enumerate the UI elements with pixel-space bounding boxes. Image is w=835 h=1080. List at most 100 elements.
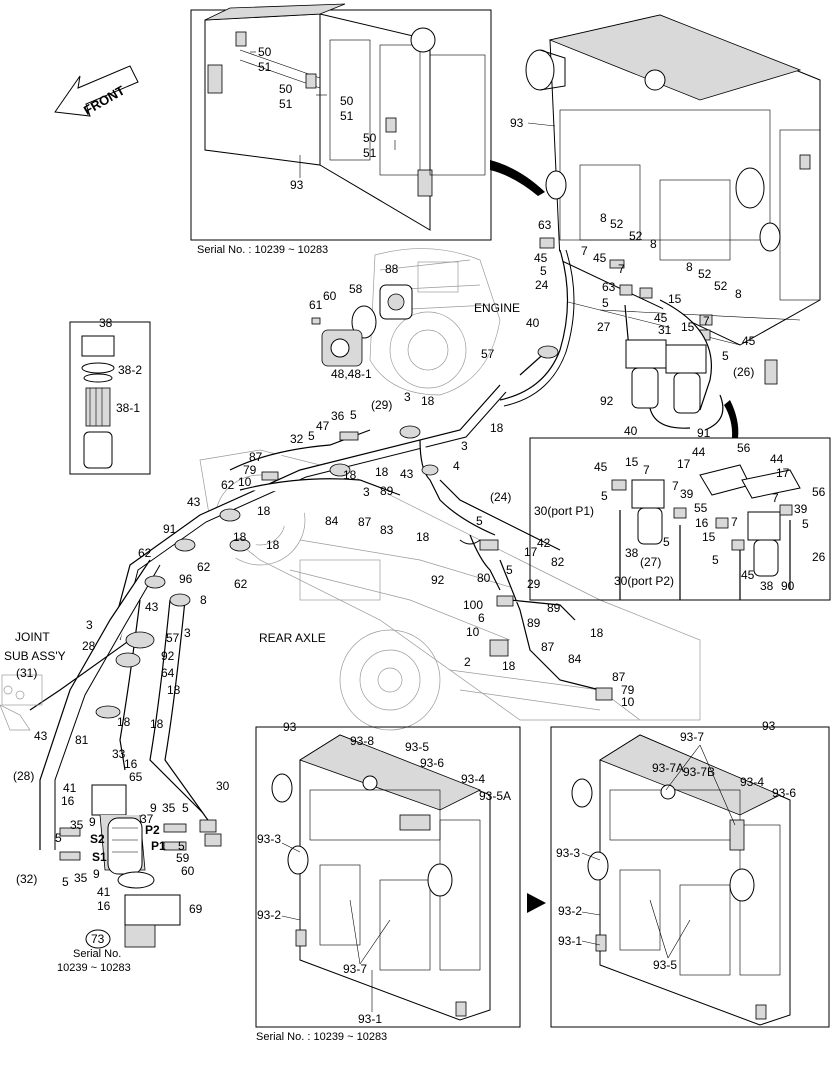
callout-7: 7 — [731, 515, 738, 529]
callout-89: 89 — [380, 484, 394, 498]
serial-ref-number: 73 — [91, 932, 105, 946]
callout-5: 5 — [182, 801, 189, 815]
callout-93-4: 93-4 — [461, 772, 485, 786]
callout-5: 5 — [308, 429, 315, 443]
callout-65: 65 — [129, 770, 143, 784]
bottom-center-radiator-inset — [255, 726, 521, 1028]
callout-93-7B: 93-7B — [683, 765, 715, 779]
callout-41: 41 — [63, 781, 77, 795]
callout-18: 18 — [257, 504, 271, 518]
callout-57: 57 — [481, 347, 495, 361]
callout-52: 52 — [698, 267, 712, 281]
callout-48: 48,48-1 — [331, 367, 372, 381]
callout-35: 35 — [74, 871, 88, 885]
callout-93-3: 93-3 — [556, 846, 580, 860]
callout-82: 82 — [551, 555, 565, 569]
callout-87: 87 — [249, 450, 263, 464]
callout-93-3: 93-3 — [257, 832, 281, 846]
callout-51: 51 — [258, 60, 272, 74]
callout-16: 16 — [97, 899, 111, 913]
port-p2-callout: 30(port P2) — [614, 574, 674, 588]
callout-5: 5 — [178, 839, 185, 853]
callout-39: 39 — [794, 502, 808, 516]
callout-40: 40 — [624, 424, 638, 438]
callout-29: (29) — [371, 398, 392, 412]
callout-18: 18 — [421, 394, 435, 408]
callout-10: 10 — [466, 625, 480, 639]
callout-17: 17 — [776, 466, 790, 480]
callout-79: 79 — [243, 463, 257, 477]
callout-93-4: 93-4 — [740, 775, 764, 789]
callout-9: 9 — [93, 867, 100, 881]
callout-5: 5 — [476, 514, 483, 528]
filter-pair-upper — [625, 339, 724, 431]
callout-33: 33 — [112, 747, 126, 761]
top-inset-radiator-mount — [190, 3, 492, 241]
callout-26: (26) — [733, 365, 754, 379]
port-s2-label: S2 — [90, 832, 105, 846]
callout-18: 18 — [150, 717, 164, 731]
callout-15: 15 — [668, 292, 682, 306]
callout-26: 26 — [812, 550, 826, 564]
callout-15: 15 — [702, 530, 716, 544]
callout-41: 41 — [97, 885, 111, 899]
callout-3: 3 — [184, 626, 191, 640]
callout-51: 51 — [340, 109, 354, 123]
callout-93-5: 93-5 — [405, 740, 429, 754]
callout-17: 17 — [524, 545, 538, 559]
callout-89: 89 — [527, 616, 541, 630]
callout-93-8: 93-8 — [350, 734, 374, 748]
callout-60: 60 — [323, 289, 337, 303]
callout-79: 79 — [621, 683, 635, 697]
callout-84: 84 — [568, 652, 582, 666]
callout-3: 3 — [363, 485, 370, 499]
callout-87: 87 — [612, 670, 626, 684]
hose-routing — [29, 345, 613, 850]
callout-100: 100 — [463, 598, 483, 612]
bottom-right-radiator-inset — [550, 726, 830, 1028]
callout-62: 62 — [221, 478, 235, 492]
callout-93-1: 93-1 — [358, 1012, 382, 1026]
callout-96: 96 — [179, 572, 193, 586]
callout-18: 18 — [490, 421, 504, 435]
callout-42: 42 — [537, 536, 551, 550]
callout-16: 16 — [61, 794, 75, 808]
callout-80: 80 — [477, 571, 491, 585]
joint-label-line1: JOINT — [15, 630, 50, 644]
callout-18: 18 — [375, 465, 389, 479]
callout-62: 62 — [234, 577, 248, 591]
callout-38: 38 — [760, 579, 774, 593]
front-direction-arrow: FRONT — [54, 65, 139, 118]
callout-5: 5 — [350, 408, 357, 422]
callout-38-2: 38-2 — [118, 363, 142, 377]
callout-87: 87 — [358, 515, 372, 529]
callout-64: 64 — [161, 666, 175, 680]
callout-5: 5 — [540, 264, 547, 278]
callout-88: 88 — [385, 262, 399, 276]
callout-43: 43 — [145, 600, 159, 614]
callout-18: 18 — [117, 715, 131, 729]
engine-label: ENGINE — [474, 301, 520, 315]
callout-43: 43 — [34, 729, 48, 743]
callout-10: 10 — [238, 475, 252, 489]
callout-40: 40 — [526, 316, 540, 330]
callout-44: 44 — [770, 452, 784, 466]
callout-28: 28 — [82, 639, 96, 653]
callout-5: 5 — [712, 553, 719, 567]
callout-50: 50 — [340, 94, 354, 108]
port-s1-label: S1 — [92, 850, 107, 864]
callout-29: 29 — [527, 577, 541, 591]
serial-note-top: Serial No. : 10239 ~ 10283 — [197, 244, 328, 256]
callout-45: 45 — [654, 311, 668, 325]
callout-2: 2 — [464, 655, 471, 669]
callout-24: 24 — [535, 278, 549, 292]
callout-18: 18 — [233, 530, 247, 544]
callout-9: 9 — [89, 815, 96, 829]
rear-axle-label: REAR AXLE — [259, 631, 326, 645]
callout-58: 58 — [349, 282, 363, 296]
filter-port-detail-box — [529, 437, 831, 601]
callout-31: 31 — [658, 323, 672, 337]
callout-7: 7 — [581, 244, 588, 258]
callout-28: (28) — [13, 769, 34, 783]
callout-37: 37 — [140, 812, 154, 826]
